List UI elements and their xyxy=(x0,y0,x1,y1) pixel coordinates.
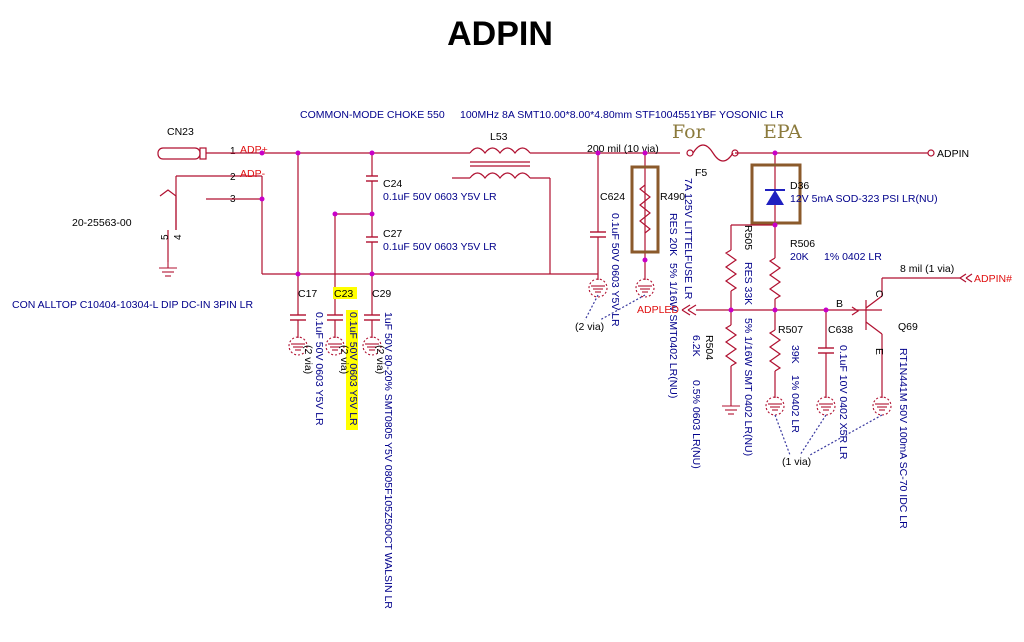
q69-ref: Q69 xyxy=(898,321,918,333)
c624-value: 0.1uF 50V 0603 Y5V LR xyxy=(609,213,621,327)
cn23-description: CON ALLTOP C10404-10304-L DIP DC-IN 3PIN… xyxy=(12,299,253,311)
q69-emitter-leg xyxy=(865,321,883,335)
c27-value: 0.1uF 50V 0603 Y5V LR xyxy=(383,241,497,253)
r507-body xyxy=(768,329,782,372)
c24-ref: C24 xyxy=(383,178,402,190)
ground-symbol-cn23 xyxy=(158,261,178,277)
q69-pin-b: B xyxy=(836,298,843,310)
dc-jack-barrel-shape xyxy=(157,147,201,160)
c624-via: (2 via) xyxy=(575,321,604,333)
c638-ref: C638 xyxy=(828,324,853,336)
dc-jack-switch-shape xyxy=(159,189,177,230)
c638-value: 0.1uF 10V 0402 X5R LR xyxy=(837,345,849,460)
q69-collector-leg xyxy=(865,295,883,309)
ground-symbol-r507 xyxy=(765,396,785,416)
r507-value2: 1% 0402 LR xyxy=(789,375,801,433)
d36-value: 12V 5mA SOD-323 PSI LR(NU) xyxy=(790,193,938,205)
c23-value-highlight xyxy=(346,310,358,430)
cn23-pin2: 2 xyxy=(230,172,236,183)
r490-annotation-box xyxy=(630,165,660,254)
cn23-pin1: 1 xyxy=(230,146,236,157)
page-title: ADPIN xyxy=(447,15,553,53)
c29-via: (2 via) xyxy=(374,345,386,374)
choke-spec-note: 100MHz 8A SMT10.00*8.00*4.80mm STF100455… xyxy=(460,109,784,121)
r506-ref: R506 xyxy=(790,238,815,250)
trace-note-1via: (1 via) xyxy=(782,456,811,468)
r490-value1: RES 20K xyxy=(667,213,679,256)
q69-value: RT1N441M 50V 100mA SC-70 IDC LR xyxy=(897,348,909,529)
r490-ref: R490 xyxy=(660,191,685,203)
q69-base-resistor-mark xyxy=(851,306,860,316)
choke-note: COMMON-MODE CHOKE 550 xyxy=(300,109,445,121)
r506-body xyxy=(768,257,782,300)
q69-pin-e: E xyxy=(873,348,885,355)
r504-ref: R504 xyxy=(703,335,715,360)
dc-jack-pin-shape xyxy=(199,147,207,160)
fuse-f5: F5 7A 125V LITTELFUSE LR xyxy=(682,144,739,300)
f5-element xyxy=(692,144,734,162)
net-label-adp-minus: ADP- xyxy=(240,168,266,180)
c23-value: 0.1uF 50V 0603 Y5V LR xyxy=(347,312,359,426)
r505-body xyxy=(724,249,738,292)
ground-symbol-q69 xyxy=(872,396,892,416)
adpled-arrow xyxy=(681,304,697,316)
r504-body xyxy=(724,324,738,367)
trace-note-8mil: 8 mil (1 via) xyxy=(900,263,954,275)
r506-value1: 20K xyxy=(790,251,809,263)
r490-value2: 5% 1/16W SMT0402 LR(NU) xyxy=(667,263,679,398)
cn23-pin4: 4 xyxy=(173,234,184,240)
handwritten-note-for: For xyxy=(672,121,706,143)
c29-value: 1uF 50V 80-20% SMT0805 Y5V 0805F105Z500C… xyxy=(382,312,394,609)
r504-value1: 6.2K xyxy=(690,335,702,357)
trace-note-200mil: 200 mil (10 via) xyxy=(587,143,659,155)
c23-via: (2 via) xyxy=(338,345,350,374)
c24-value: 0.1uF 50V 0603 Y5V LR xyxy=(383,191,497,203)
r490-body xyxy=(639,184,651,234)
f5-terminal-right xyxy=(731,149,739,157)
r507-ref: R507 xyxy=(778,324,803,336)
net-label-adpin: ADPIN xyxy=(937,148,969,160)
c23-ref: C23 xyxy=(334,288,353,300)
r506-value2: 1% 0402 LR xyxy=(824,251,882,263)
ground-symbol-r490 xyxy=(635,278,655,298)
l53-top-winding xyxy=(469,147,531,154)
r504-value2: 0.5% 0603 LR(NU) xyxy=(690,380,702,469)
adpin-port xyxy=(927,149,935,157)
r507-value1: 39K xyxy=(789,345,801,364)
r505-value1: RES 33K xyxy=(742,262,754,305)
ground-symbol-c638 xyxy=(816,396,836,416)
l53-bottom-winding xyxy=(469,172,531,179)
l53-ref: L53 xyxy=(490,131,508,143)
handwritten-note-epa: EPA xyxy=(763,121,802,143)
c17-via: (2 via) xyxy=(302,345,314,374)
d36-body xyxy=(766,190,784,205)
c23-ref-highlight xyxy=(333,287,357,299)
net-label-adpin-hash: ADPIN# xyxy=(974,273,1012,285)
c17-value: 0.1uF 50V 0603 Y5V LR xyxy=(313,312,325,426)
cn23-part-number: 20-25563-00 xyxy=(72,217,132,229)
transistor-q69: B C E Q69 RT1N441M 50V 100mA SC-70 IDC L… xyxy=(836,278,918,529)
c624-ref: C624 xyxy=(600,191,625,203)
q69-pin-c: C xyxy=(873,290,885,298)
choke-l53: L53 xyxy=(452,131,531,179)
net-label-adpled: ADPLED xyxy=(637,304,679,316)
junction-dots xyxy=(259,150,829,313)
ground-symbol-c624 xyxy=(588,278,608,298)
r505-ref: R505 xyxy=(742,225,754,250)
r505-value2: 5% 1/16W SMT 0402 LR(NU) xyxy=(742,318,754,456)
d36-ref: D36 xyxy=(790,180,809,192)
cn23-pin5: 5 xyxy=(160,234,171,240)
ground-symbol-r504 xyxy=(721,399,741,415)
connector-cn23: CN23 1 2 3 5 4 20-25563-00 CON ALLTOP C1… xyxy=(12,126,268,311)
c17-ref: C17 xyxy=(298,288,317,300)
c27-ref: C27 xyxy=(383,228,402,240)
adpin-hash-arrow xyxy=(959,273,973,283)
f5-terminal-left xyxy=(686,149,694,157)
f5-value: 7A 125V LITTELFUSE LR xyxy=(682,178,694,300)
cn23-ref: CN23 xyxy=(167,126,194,138)
f5-ref: F5 xyxy=(695,167,707,179)
c29-ref: C29 xyxy=(372,288,391,300)
